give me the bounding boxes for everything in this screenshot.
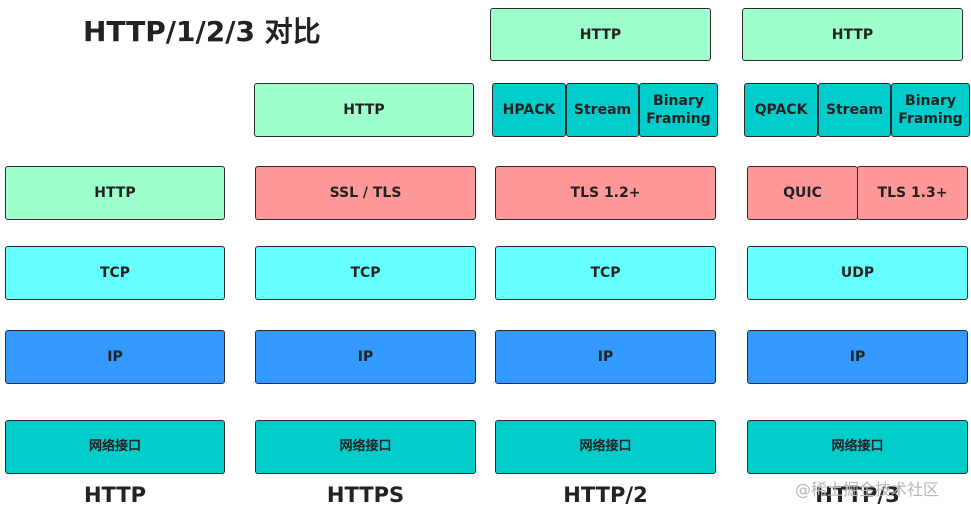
watermark-text: @稀土掘金技术社区: [795, 480, 940, 499]
column-label-http2: HTTP/2: [563, 483, 648, 507]
http2-col-http-layer: HTTP: [490, 8, 711, 61]
https-col-interface-layer: 网络接口: [255, 420, 476, 474]
http-col-tcp-layer: TCP: [5, 246, 225, 300]
http3-col-http-layer: HTTP: [742, 8, 963, 61]
http-col-interface-layer: 网络接口: [5, 420, 225, 474]
http3-col-quic-layer: QUIC: [747, 166, 858, 220]
http2-col-hpack-layer: HPACK: [492, 83, 566, 137]
https-col-ip-layer: IP: [255, 330, 476, 384]
https-col-tcp-layer: TCP: [255, 246, 476, 300]
http3-col-stream-layer: Stream: [818, 83, 891, 137]
http3-col-ip-layer: IP: [747, 330, 968, 384]
http2-col-binary-framing-layer: Binary Framing: [639, 83, 718, 137]
diagram-title: HTTP/1/2/3 对比: [83, 15, 321, 48]
http2-col-ip-layer: IP: [495, 330, 716, 384]
http2-col-tcp-layer: TCP: [495, 246, 716, 300]
column-label-https: HTTPS: [326, 483, 405, 507]
http2-col-interface-layer: 网络接口: [495, 420, 716, 474]
column-label-http3: HTTP/3: [815, 483, 900, 507]
http3-col-tls-layer: TLS 1.3+: [857, 166, 968, 220]
http3-col-interface-layer: 网络接口: [747, 420, 968, 474]
http3-col-qpack-layer: QPACK: [744, 83, 818, 137]
http2-col-stream-layer: Stream: [566, 83, 639, 137]
http3-col-binary-framing-layer: Binary Framing: [891, 83, 970, 137]
http2-col-tls-layer: TLS 1.2+: [495, 166, 716, 220]
https-col-http-layer: HTTP: [254, 83, 474, 137]
http-col-http-layer: HTTP: [5, 166, 225, 220]
http-col-ip-layer: IP: [5, 330, 225, 384]
https-col-ssl-tls-layer: SSL / TLS: [255, 166, 476, 220]
column-label-http: HTTP: [83, 483, 147, 507]
http3-col-udp-layer: UDP: [747, 246, 968, 300]
